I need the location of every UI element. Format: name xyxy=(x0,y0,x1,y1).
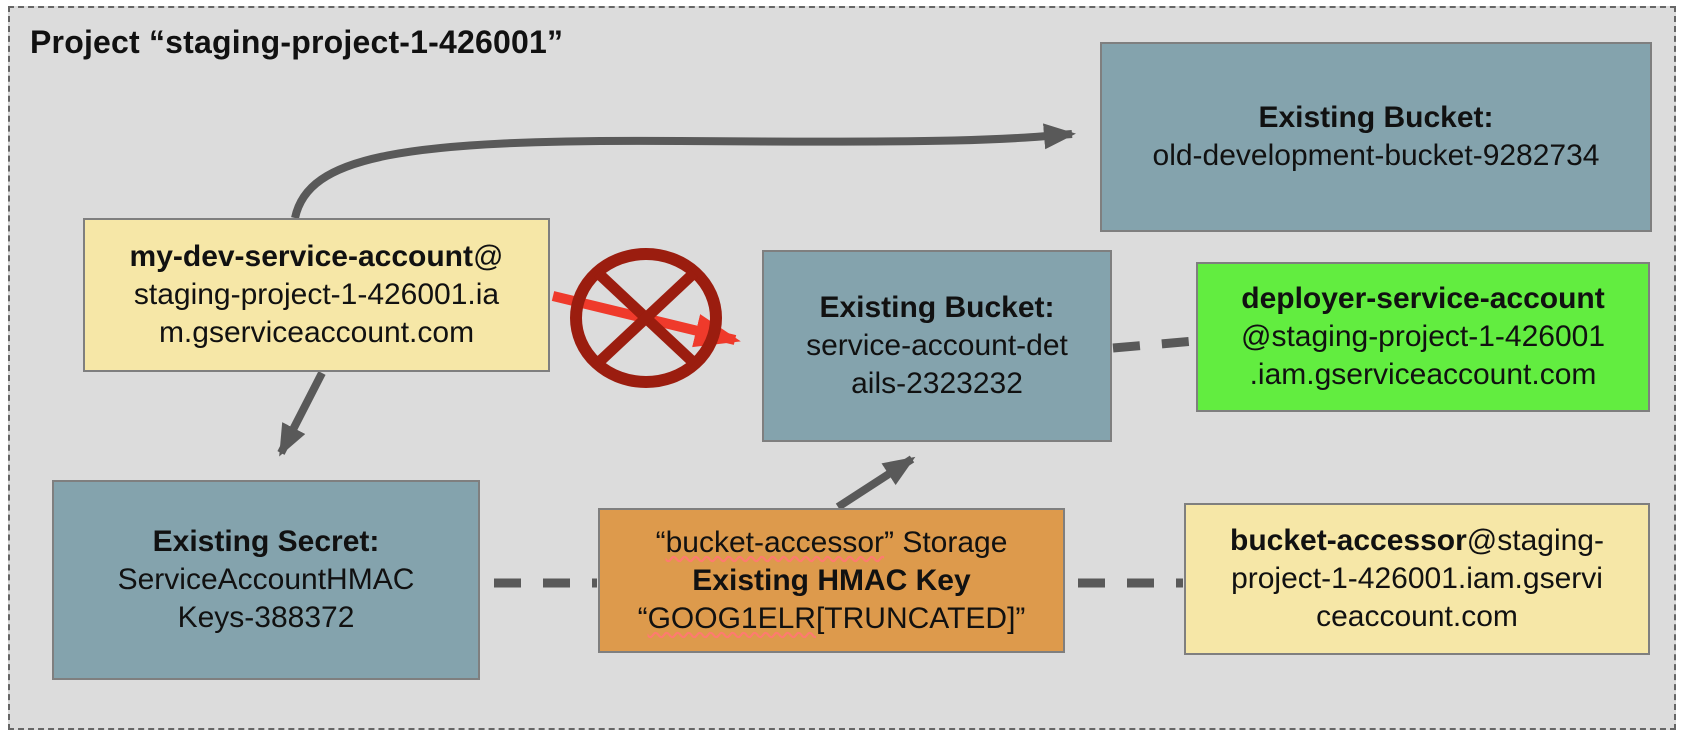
node-existing-bucket-details: Existing Bucket: service-account-det ails-… xyxy=(762,250,1112,442)
node-existing-bucket-old: Existing Bucket: old-development-bucket-9… xyxy=(1100,42,1652,232)
node-label-segment: bucket-accessor xyxy=(1230,524,1467,557)
node-label-segment: Existing Secret: xyxy=(152,525,380,558)
node-label-segment: bucket-accessor xyxy=(665,525,885,559)
node-label-segment: staging-project-1-426001.ia xyxy=(133,278,500,311)
project-title: Project “staging-project-1-426001” xyxy=(30,24,564,60)
node-my-dev-service-account: my-dev-service-account@ staging-project-1… xyxy=(83,218,550,372)
node-label-segment: [TRUNCATED]” xyxy=(815,601,1026,635)
node-label-segment: “ xyxy=(637,601,648,635)
node-label-segment: ServiceAccountHMAC xyxy=(117,563,415,596)
node-label-segment: service-account-det xyxy=(806,329,1068,362)
node-label-segment: old-development-bucket-9282734 xyxy=(1152,139,1600,172)
node-label-segment: Keys-388372 xyxy=(177,601,355,634)
node-label-segment: @staging- xyxy=(1466,524,1604,557)
node-label-segment: Existing Bucket: xyxy=(819,291,1055,324)
node-label-segment: @staging-project-1-426001 xyxy=(1241,320,1605,353)
node-existing-secret: Existing Secret: ServiceAccountHMAC Keys-3… xyxy=(52,480,480,680)
node-label-segment: ceaccount.com xyxy=(1316,600,1518,633)
node-label-segment: GOOG1ELR xyxy=(647,601,816,635)
node-label-segment: ” Storage xyxy=(884,525,1008,559)
node-label-segment: deployer-service-account xyxy=(1241,282,1605,315)
node-label-segment: .iam.gserviceaccount.com xyxy=(1249,358,1597,391)
node-label-segment: m.gserviceaccount.com xyxy=(158,316,475,349)
node-label-segment: Existing HMAC Key xyxy=(692,563,971,597)
node-bucket-accessor-service-account: bucket-accessor@staging-project-1-426001… xyxy=(1184,503,1650,655)
node-label-segment: ails-2323232 xyxy=(851,367,1023,400)
node-label-segment: “ xyxy=(655,525,666,559)
node-label-segment: Existing Bucket: xyxy=(1258,101,1494,134)
node-label-segment: project-1-426001.iam.gservi xyxy=(1231,562,1603,595)
node-label-segment: @ xyxy=(473,240,504,273)
node-label-segment: my-dev-service-account xyxy=(129,240,473,273)
node-deployer-service-account: deployer-service-account @staging-project… xyxy=(1196,262,1650,412)
